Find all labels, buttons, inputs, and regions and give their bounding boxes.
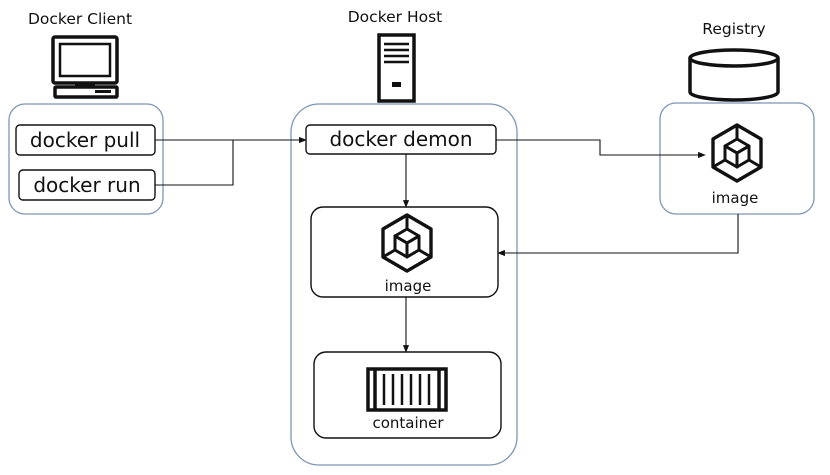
docker-run-label: docker run [33,173,140,197]
host-container-label: container [372,414,444,432]
host-image-label: image [385,277,432,295]
registry-to-host-image-arrow [497,214,739,257]
registry-group: Registry image [659,20,815,215]
docker-daemon-box[interactable]: docker demon [305,124,497,155]
cube-icon [711,123,763,183]
server-icon [377,33,416,103]
registry-frame [659,102,815,215]
docker-daemon-label: docker demon [329,127,472,151]
host-image-box[interactable]: image [310,206,499,298]
docker-run-command[interactable]: docker run [18,169,156,201]
daemon-to-registry-arrow [496,139,706,159]
registry-image-label: image [712,189,759,207]
docker-client-group: Docker Client docker pull docker run [8,10,164,215]
docker-host-frame [290,103,518,466]
computer-icon [51,35,119,99]
registry-title: Registry [702,20,765,38]
host-container-box[interactable]: container [313,351,502,439]
docker-host-group: Docker Host docker demon image [290,8,518,466]
docker-pull-label: docker pull [30,128,140,152]
database-icon [688,48,780,102]
docker-client-title: Docker Client [28,10,132,28]
run-to-daemon-connector [155,140,234,186]
docker-host-title: Docker Host [348,8,443,26]
shipping-container-icon [366,367,448,412]
docker-client-frame [8,103,164,215]
connectors [155,136,739,353]
docker-pull-command[interactable]: docker pull [15,124,156,156]
